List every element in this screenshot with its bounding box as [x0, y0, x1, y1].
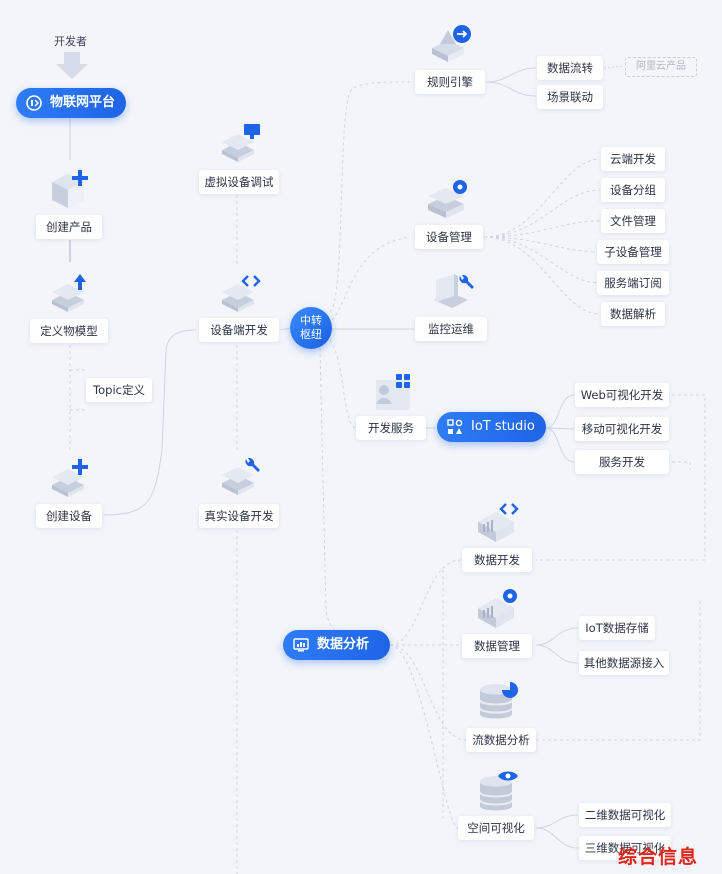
dev-service-node[interactable]: 开发服务 [356, 416, 426, 440]
data-dev-icon [478, 503, 519, 542]
developer-label: 开发者 [54, 35, 87, 48]
create-product-node[interactable]: 创建产品 [36, 215, 102, 239]
data-dev-node[interactable]: 数据开发 [462, 548, 532, 572]
data-mgmt-node[interactable]: 数据管理 [462, 634, 532, 658]
file-management-node[interactable]: 文件管理 [601, 209, 665, 233]
cube-plus-icon [52, 170, 88, 208]
monitoring-ops-node[interactable]: 监控运维 [415, 317, 487, 341]
virtual-device-debug-node[interactable]: 虚拟设备调试 [199, 170, 279, 194]
spatial-visualization-node[interactable]: 空间可视化 [458, 816, 534, 840]
real-device-dev-node[interactable]: 真实设备开发 [199, 504, 279, 528]
hub-line1: 中转 [300, 314, 322, 327]
device-management-node[interactable]: 设备管理 [415, 225, 483, 249]
web-visual-dev-node[interactable]: Web可视化开发 [575, 383, 669, 407]
data-mgmt-icon [478, 589, 517, 628]
down-arrow-icon [56, 52, 88, 79]
server-subscription-node[interactable]: 服务端订阅 [597, 271, 669, 295]
data-flow-node[interactable]: 数据流转 [537, 56, 603, 80]
analysis-icon [293, 638, 309, 652]
relay-hub[interactable]: 中转 枢纽 [290, 307, 332, 349]
rules-engine-icon [432, 25, 471, 62]
3d-visualization-node[interactable]: 三维数据可视化 [579, 836, 671, 860]
mobile-visual-dev-node[interactable]: 移动可视化开发 [575, 417, 669, 441]
device-group-node[interactable]: 设备分组 [601, 178, 665, 202]
data-analysis-label: 数据分析 [317, 637, 370, 652]
platform-label: 物联网平台 [50, 95, 116, 110]
stream-analysis-node[interactable]: 流数据分析 [466, 728, 536, 752]
layers-plus-icon [52, 459, 88, 497]
layers-up-icon [52, 274, 86, 312]
iot-data-storage-node[interactable]: IoT数据存储 [579, 616, 655, 640]
code-stack-icon [222, 275, 261, 312]
sub-device-management-node[interactable]: 子设备管理 [597, 240, 669, 264]
rules-engine-node[interactable]: 规则引擎 [415, 70, 485, 94]
scene-linkage-node[interactable]: 场景联动 [537, 85, 603, 109]
monitor-wrench-icon [434, 274, 474, 308]
studio-icon [447, 419, 463, 434]
2d-visualization-node[interactable]: 二维数据可视化 [579, 803, 671, 827]
stream-db-icon [479, 682, 518, 719]
create-device-node[interactable]: 创建设备 [36, 504, 102, 528]
spatial-db-eye-icon [479, 771, 518, 811]
iot-platform-pill[interactable]: 物联网平台 [16, 88, 126, 118]
cloud-dev-node[interactable]: 云端开发 [601, 147, 665, 171]
hub-line2: 枢纽 [300, 328, 322, 341]
gear-stack-icon [428, 180, 467, 218]
device-dev-node[interactable]: 设备端开发 [199, 318, 279, 342]
data-parsing-node[interactable]: 数据解析 [601, 302, 665, 326]
iot-studio-pill[interactable]: IoT studio [437, 412, 546, 442]
watermark: 综合信息 [618, 846, 699, 868]
iot-studio-label: IoT studio [471, 419, 535, 434]
dev-service-icon [376, 374, 410, 410]
monitor-stack-icon [222, 124, 260, 162]
platform-icon [26, 95, 42, 111]
topic-definition-node[interactable]: Topic定义 [86, 378, 152, 402]
define-model-node[interactable]: 定义物模型 [30, 319, 108, 343]
wrench-stack-icon [222, 457, 260, 495]
data-analysis-pill[interactable]: 数据分析 [283, 630, 390, 660]
other-datasource-node[interactable]: 其他数据源接入 [579, 651, 669, 675]
aliyun-products-ghost: 阿里云产品 [625, 57, 697, 77]
service-dev-node[interactable]: 服务开发 [575, 450, 669, 474]
